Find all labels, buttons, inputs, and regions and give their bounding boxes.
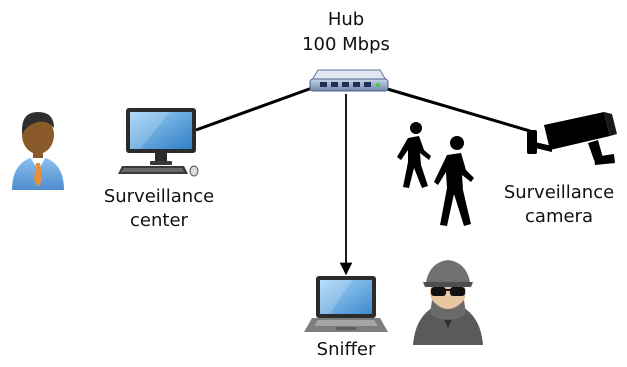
hacker-spy-icon — [413, 260, 483, 345]
link-hub-to-center — [195, 86, 313, 132]
surveillance-camera-icon — [527, 112, 617, 165]
walking-person-icon — [397, 122, 431, 188]
surveillance-camera-label-line2: camera — [525, 206, 593, 227]
walking-person-icon — [434, 136, 474, 226]
sniffer-label: Sniffer — [316, 339, 376, 360]
hub-title-label: Hub — [327, 9, 365, 30]
sniffer-laptop-icon — [304, 276, 388, 332]
surveillance-camera-label-line1: Surveillance — [503, 182, 615, 203]
link-hub-to-camera — [383, 86, 531, 133]
hub-icon — [309, 69, 389, 92]
hub-speed-label: 100 Mbps — [302, 34, 390, 55]
workstation-computer-icon — [118, 108, 199, 177]
surveillance-center-label-line2: center — [130, 210, 188, 231]
surveillance-center-label-line1: Surveillance — [103, 186, 215, 207]
operator-person-icon — [12, 112, 64, 190]
